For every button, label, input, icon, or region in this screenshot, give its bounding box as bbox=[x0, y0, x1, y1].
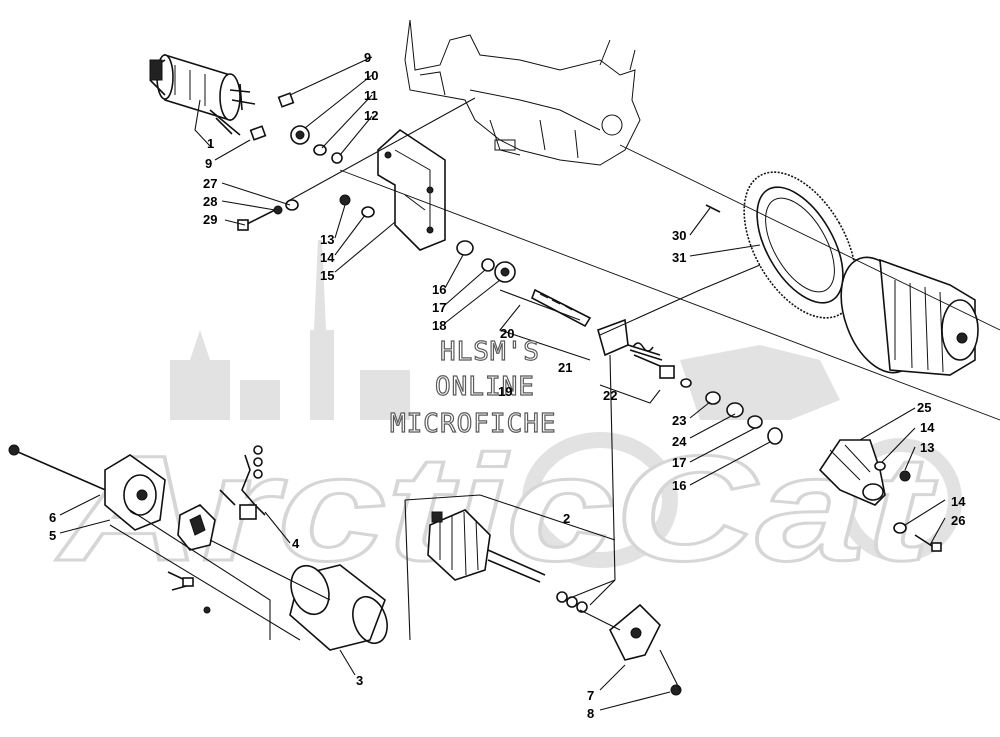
callout-15: 15 bbox=[320, 268, 334, 283]
end-cover bbox=[104, 454, 166, 531]
starter-small-parts bbox=[249, 92, 343, 164]
callout-23: 23 bbox=[672, 413, 686, 428]
small-screws bbox=[167, 571, 211, 614]
nut-washer-left bbox=[339, 194, 375, 218]
callout-4: 4 bbox=[292, 536, 300, 551]
callout-28: 28 bbox=[203, 194, 217, 209]
callout-24: 24 bbox=[672, 434, 687, 449]
watermark-line-3: MICROFICHE bbox=[390, 409, 557, 439]
callout-13-right: 13 bbox=[920, 440, 934, 455]
callout-17-right: 17 bbox=[672, 455, 686, 470]
watermark-brand: ArcticCat bbox=[55, 424, 938, 592]
callout-18: 18 bbox=[432, 318, 446, 333]
watermark-line-2: ONLINE bbox=[435, 372, 535, 402]
callout-25: 25 bbox=[917, 400, 931, 415]
ring-gear bbox=[743, 171, 857, 319]
housing-fasteners bbox=[874, 461, 942, 552]
callout-21: 21 bbox=[558, 360, 572, 375]
end-plate bbox=[609, 603, 682, 696]
callout-5: 5 bbox=[49, 528, 56, 543]
callout-8: 8 bbox=[587, 706, 594, 721]
callout-30: 30 bbox=[672, 228, 686, 243]
callout-7: 7 bbox=[587, 688, 594, 703]
callout-labels: 1 2 3 4 5 6 7 8 9 9 10 11 12 13 13 14 14… bbox=[49, 50, 966, 721]
callout-10: 10 bbox=[364, 68, 378, 83]
callout-16-right: 16 bbox=[672, 478, 686, 493]
through-bolt bbox=[8, 444, 111, 493]
callout-31: 31 bbox=[672, 250, 686, 265]
callout-14-left: 14 bbox=[320, 250, 335, 265]
brush-holder bbox=[177, 445, 266, 551]
assembly-lines bbox=[109, 97, 1000, 691]
callout-27: 27 bbox=[203, 176, 217, 191]
callout-19: 19 bbox=[498, 384, 512, 399]
callout-26: 26 bbox=[951, 513, 965, 528]
callout-14-mid: 14 bbox=[920, 420, 935, 435]
callout-11: 11 bbox=[364, 88, 378, 103]
watermark-line-1: HLSM'S bbox=[440, 337, 540, 367]
callout-29: 29 bbox=[203, 212, 217, 227]
right-washers bbox=[705, 391, 783, 445]
callout-16-left: 16 bbox=[432, 282, 446, 297]
callout-14-right: 14 bbox=[951, 494, 966, 509]
callout-3: 3 bbox=[356, 673, 363, 688]
end-housing bbox=[818, 439, 886, 506]
callout-6: 6 bbox=[49, 510, 56, 525]
callout-9-left: 9 bbox=[205, 156, 212, 171]
watermark-text: HLSM'S ONLINE MICROFICHE bbox=[389, 336, 557, 439]
watermark-graphic bbox=[170, 240, 962, 568]
callout-13-left: 13 bbox=[320, 232, 334, 247]
armature-washers bbox=[556, 591, 588, 613]
callout-12: 12 bbox=[364, 108, 378, 123]
callout-17-left: 17 bbox=[432, 300, 446, 315]
armature bbox=[427, 509, 546, 583]
callout-1: 1 bbox=[207, 136, 214, 151]
callout-22: 22 bbox=[603, 388, 617, 403]
callout-20: 20 bbox=[500, 326, 514, 341]
mounting-bracket bbox=[377, 128, 446, 251]
callout-9-top: 9 bbox=[364, 50, 371, 65]
bendix-drive bbox=[456, 240, 692, 388]
callout-leaders bbox=[59, 56, 946, 711]
starter-motor bbox=[149, 53, 256, 136]
bolt-31 bbox=[705, 204, 721, 213]
callout-2: 2 bbox=[563, 511, 570, 526]
engine-block bbox=[404, 19, 641, 166]
